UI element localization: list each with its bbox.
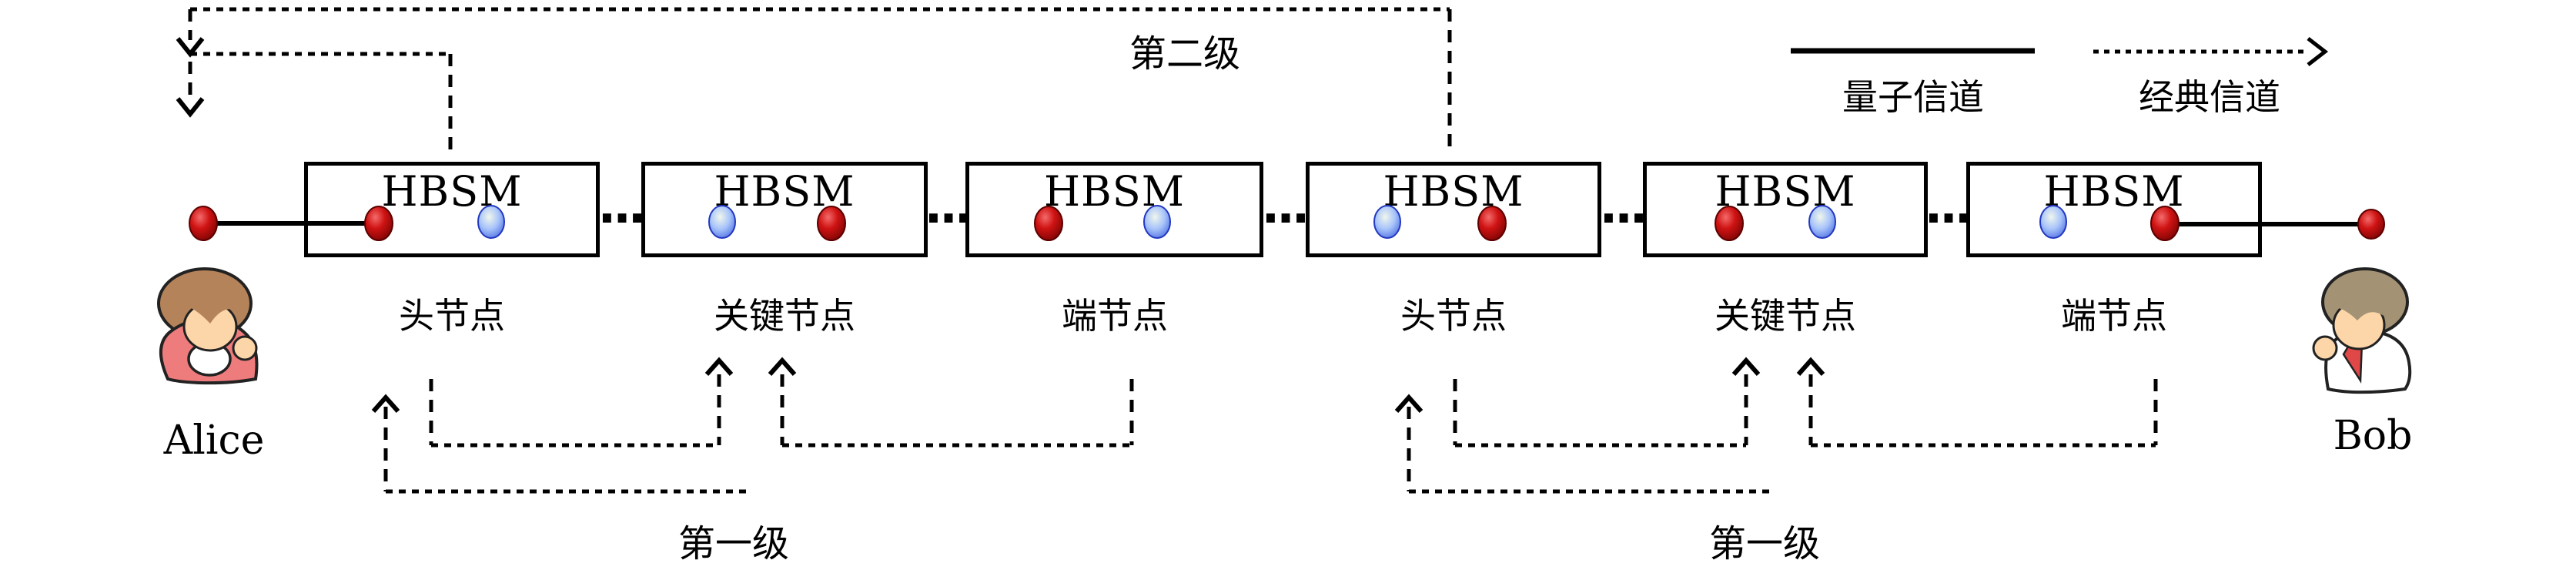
alice-hand <box>232 335 258 361</box>
bob-hand <box>2312 335 2338 361</box>
right-arrowhead-icon <box>2307 37 2329 66</box>
bob-figure <box>2312 267 2412 394</box>
up-arrowhead-icon <box>768 357 797 376</box>
particle-red-box2 <box>817 206 846 241</box>
particle-blue-box3 <box>1143 205 1171 239</box>
node-role-label-end-1: 端节点 <box>1062 295 1168 337</box>
bob-fringe <box>2339 297 2384 320</box>
hbsm-box-2: HBSM <box>641 162 928 257</box>
hbsm-box-title: HBSM <box>1383 167 1524 216</box>
down-arrowhead-icon <box>176 97 205 118</box>
node-role-label-key-2: 关键节点 <box>1715 295 1856 337</box>
particle-red-box4 <box>1477 206 1507 241</box>
box-separator-dots: ··· <box>1599 190 1648 246</box>
up-arrowhead-icon <box>1731 357 1761 376</box>
hbsm-box-4: HBSM <box>1306 162 1601 257</box>
down-arrowhead-icon <box>176 37 205 58</box>
up-arrowhead-icon <box>704 357 734 376</box>
particle-blue-box6 <box>2039 205 2067 239</box>
hbsm-box-title: HBSM <box>1715 167 1856 216</box>
first-level-label-right: 第一级 <box>1708 522 1821 565</box>
bob-name-label: Bob <box>2333 413 2413 459</box>
up-arrowhead-icon <box>1394 394 1423 413</box>
alice-name-label: Alice <box>163 417 265 464</box>
particle-red-alice <box>189 206 218 241</box>
particle-red-box5 <box>1715 206 1744 241</box>
particle-red-box6 <box>2150 206 2180 241</box>
node-role-label-head-2: 头节点 <box>1400 295 1507 337</box>
particle-red-box3 <box>1034 206 1063 241</box>
node-role-label-key-1: 关键节点 <box>714 295 855 337</box>
up-arrowhead-icon <box>371 394 400 413</box>
hbsm-box-5: HBSM <box>1643 162 1928 257</box>
box-separator-dots: ··· <box>1261 190 1310 246</box>
particle-blue-box1 <box>477 205 505 239</box>
box-separator-dots: ··· <box>1924 190 1973 246</box>
box-separator-dots: ··· <box>597 190 647 246</box>
node-role-label-head-1: 头节点 <box>399 295 505 337</box>
quantum-channel-legend-label: 量子信道 <box>1842 76 1984 118</box>
particle-blue-box4 <box>1373 205 1401 239</box>
up-arrowhead-icon <box>1796 357 1825 376</box>
alice-figure <box>157 267 259 385</box>
particle-blue-box5 <box>1808 205 1836 239</box>
particle-red-box1 <box>364 206 393 241</box>
classical-channel-legend-label: 经典信道 <box>2139 76 2280 118</box>
alice-fringe <box>185 295 239 324</box>
box-separator-dots: ··· <box>924 190 973 246</box>
particle-red-bob <box>2357 209 2385 240</box>
node-role-label-end-2: 端节点 <box>2061 295 2167 337</box>
first-level-label-left: 第一级 <box>677 522 790 565</box>
hbsm-box-6: HBSM <box>1966 162 2262 257</box>
particle-blue-box2 <box>708 205 736 239</box>
hbsm-box-1: HBSM <box>304 162 600 257</box>
second-level-label: 第二级 <box>1129 32 1241 75</box>
